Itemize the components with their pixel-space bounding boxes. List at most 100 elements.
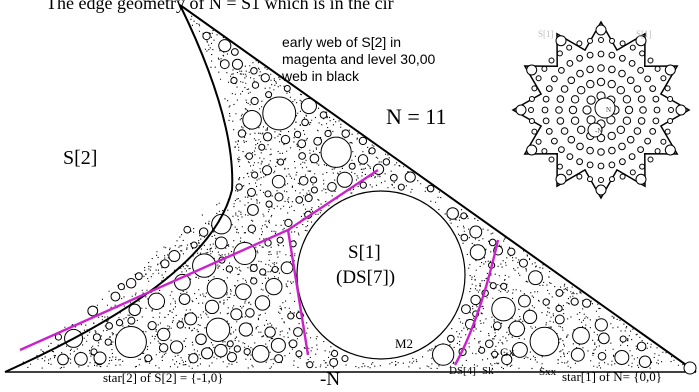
caption-fragment: The edge geometry of N = S1 which is in … <box>46 0 394 13</box>
triangle-outline <box>4 4 697 375</box>
web-circle <box>264 190 272 198</box>
web-circle <box>190 241 198 249</box>
web-circle <box>169 340 184 354</box>
inset-circle <box>608 146 616 155</box>
web-circle <box>432 343 455 366</box>
web-circle <box>489 282 497 290</box>
ds7-label: (DS[7]) <box>336 267 396 288</box>
web-circle <box>270 337 286 353</box>
inset-circle <box>586 95 596 105</box>
web-circle <box>168 250 181 263</box>
inset-circle <box>664 128 671 135</box>
web-circle <box>280 261 294 275</box>
web-circle <box>230 48 239 56</box>
inset-circle <box>528 107 534 113</box>
inset-circle <box>607 79 616 89</box>
web-circle <box>368 147 376 155</box>
web-circle <box>115 319 124 327</box>
web-circle <box>570 297 579 306</box>
inset-circle <box>633 85 642 93</box>
inset-circle <box>541 106 549 114</box>
web-circle <box>206 278 228 299</box>
inset-circle <box>619 40 626 47</box>
web-circle <box>127 316 136 325</box>
annotation-note: early web of S[2] in magenta and level 3… <box>282 34 435 85</box>
inset-circle <box>616 86 625 95</box>
inset-neg-n-label: -N <box>595 127 603 135</box>
right-edge <box>179 4 697 373</box>
web-circle <box>309 176 318 184</box>
inset-circle <box>628 60 636 67</box>
inset-tip-circle <box>526 144 538 156</box>
web-circle <box>306 361 314 369</box>
inset-circle <box>639 163 646 170</box>
inset-tip-circle <box>635 173 647 185</box>
web-circle <box>183 225 192 234</box>
inset-center-circle <box>594 97 616 119</box>
web-circle <box>250 277 258 285</box>
inset-tip-circle <box>675 104 687 116</box>
web-circle <box>254 295 271 311</box>
web-circle <box>233 345 241 353</box>
web-circle <box>357 154 369 165</box>
web-circle <box>501 353 513 366</box>
web-circle <box>262 96 297 131</box>
web-circle <box>238 322 253 337</box>
web-circle <box>404 171 416 183</box>
web-circle <box>284 218 293 228</box>
web-circle <box>235 183 243 191</box>
web-circle <box>158 343 169 353</box>
inset-circle <box>598 177 604 183</box>
inset-tip-circle <box>526 64 538 76</box>
inset-circle <box>637 117 646 125</box>
web-circle <box>247 224 257 234</box>
inset-circle <box>637 67 644 74</box>
inset-circle <box>542 95 550 103</box>
web-circle <box>245 308 255 318</box>
web-circle <box>469 244 486 261</box>
web-circle <box>265 91 273 99</box>
web-circle <box>125 277 137 289</box>
n-equals-title: N = 11 <box>386 104 447 129</box>
star1-label: star[1] of N= {0,0} <box>562 369 662 384</box>
inset-circle <box>654 65 661 72</box>
inset-circle <box>586 79 595 89</box>
inset-circle <box>608 161 616 169</box>
inset-circle <box>570 95 580 104</box>
web-circle <box>518 258 528 268</box>
inset-circle <box>609 37 615 44</box>
web-circle <box>200 347 214 360</box>
inset-circle <box>622 116 632 125</box>
web-circle <box>446 207 459 220</box>
inset-circle <box>568 105 578 115</box>
inset-circle <box>597 148 605 156</box>
web-circle <box>478 346 486 354</box>
inset-tip-circle <box>664 64 676 76</box>
web-circle <box>507 247 516 256</box>
inset-circle <box>629 44 636 51</box>
web-circle <box>251 81 260 89</box>
inset-circle <box>633 127 642 135</box>
web-circle <box>522 309 538 325</box>
web-circle <box>214 343 228 358</box>
web-circle <box>582 298 592 308</box>
sxx-label: Sxx <box>539 366 557 378</box>
web-circle <box>92 333 101 342</box>
inset-circle <box>555 106 563 114</box>
inset-circle <box>629 169 636 176</box>
inset-circle <box>667 118 674 124</box>
web-circle <box>484 339 494 349</box>
web-circle <box>638 355 652 368</box>
web-circle <box>298 175 309 186</box>
star-inset <box>511 20 691 200</box>
web-circle <box>492 321 502 331</box>
web-circle <box>301 118 309 127</box>
web-circle <box>250 67 258 75</box>
inset-circle <box>654 148 661 155</box>
inset-circle <box>577 125 586 135</box>
inset-circle <box>619 158 626 166</box>
web-circle <box>211 213 232 235</box>
web-circle <box>460 212 468 220</box>
web-circle <box>460 304 471 315</box>
web-circle <box>251 171 259 179</box>
